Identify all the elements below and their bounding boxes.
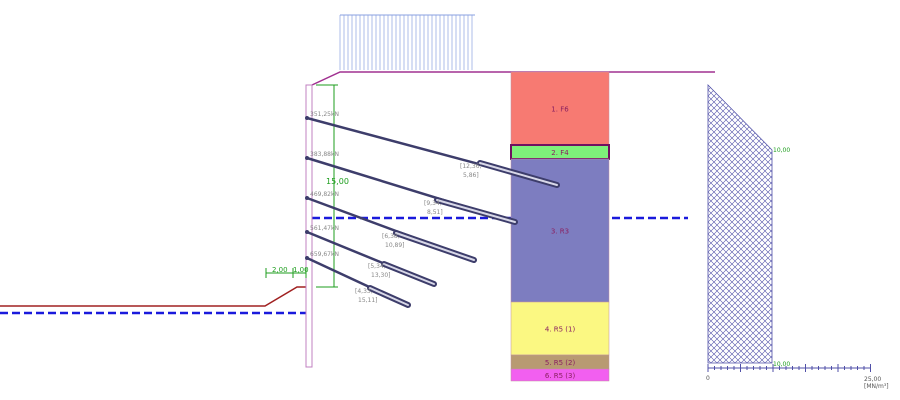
berm-offset-dimension: 1,00: [293, 266, 309, 274]
anchor[interactable]: 469,82kN [6,38; 10,89]: [305, 191, 477, 263]
modulus-max: 25,00: [864, 376, 881, 383]
anchor[interactable]: 383,88kN [9,34; 8,51]: [305, 151, 518, 225]
anchor-root-coords: [9,34;: [424, 200, 442, 207]
anchor-root-coords: [6,38;: [382, 233, 400, 240]
anchor[interactable]: 659,67kN [4,33; 15,11]: [305, 251, 411, 308]
anchor[interactable]: 561,47kN [5,34; 13,30]: [305, 225, 437, 287]
dimension-lines: [265, 84, 338, 288]
anchor-force: 383,88kN: [310, 151, 339, 158]
anchor-head-icon: [305, 230, 309, 234]
soil-layer[interactable]: 6. R5 (3): [510, 368, 610, 382]
anchor-head-icon: [305, 256, 309, 260]
depth-dimension: 15,00: [326, 177, 349, 186]
anchor-root-coords: 10,89]: [385, 242, 405, 249]
soil-layer-label: 4. R5 (1): [545, 326, 576, 334]
anchor-root-coords: 13,30]: [371, 272, 391, 279]
soil-layer[interactable]: 5. R5 (2): [510, 354, 610, 370]
ground-line-left: [0, 286, 306, 307]
soil-layer-label: 5. R5 (2): [545, 359, 576, 367]
anchor-head-icon: [305, 196, 309, 200]
soil-layer[interactable]: 1. F6: [510, 71, 610, 146]
sheeting-wall[interactable]: [305, 84, 313, 368]
soil-layer[interactable]: 4. R5 (1): [510, 301, 610, 356]
soil-layer[interactable]: 2. F4: [510, 144, 610, 160]
anchor-force: 351,25kN: [310, 111, 339, 118]
anchor-root-coords: 8,51]: [427, 209, 443, 216]
anchor-root-coords: [4,33;: [355, 288, 373, 295]
soil-layer[interactable]: 3. R3: [510, 158, 610, 303]
modulus-unit: [MN/m³]: [864, 383, 889, 390]
anchor[interactable]: 351,25kN [12,36; 5,86]: [305, 111, 560, 188]
modulus-origin: 0: [706, 375, 710, 382]
modulus-value-top: 10,00: [773, 147, 790, 154]
berm-width-dimension: 2,00: [272, 266, 288, 274]
anchor-root-coords: 5,86]: [463, 172, 479, 179]
surcharge-load: [339, 15, 473, 70]
soil-layer-label: 2. F4: [551, 149, 569, 157]
anchor-head-icon: [305, 116, 309, 120]
anchor-root-coords: [12,36;: [460, 163, 482, 170]
anchor-force: 469,82kN: [310, 191, 339, 198]
modulus-diagram: [707, 84, 773, 364]
soil-layer-label: 6. R5 (3): [545, 372, 576, 380]
anchor-root-coords: 15,11]: [358, 297, 378, 304]
soil-layer-label: 3. R3: [551, 228, 569, 236]
modulus-value-bottom: 10,00: [773, 361, 790, 368]
soil-layer-label: 1. F6: [551, 106, 569, 114]
anchor-root-coords: [5,34;: [368, 263, 386, 270]
anchor-force: 659,67kN: [310, 251, 339, 258]
anchor-force: 561,47kN: [310, 225, 339, 232]
anchor-head-icon: [305, 156, 309, 160]
